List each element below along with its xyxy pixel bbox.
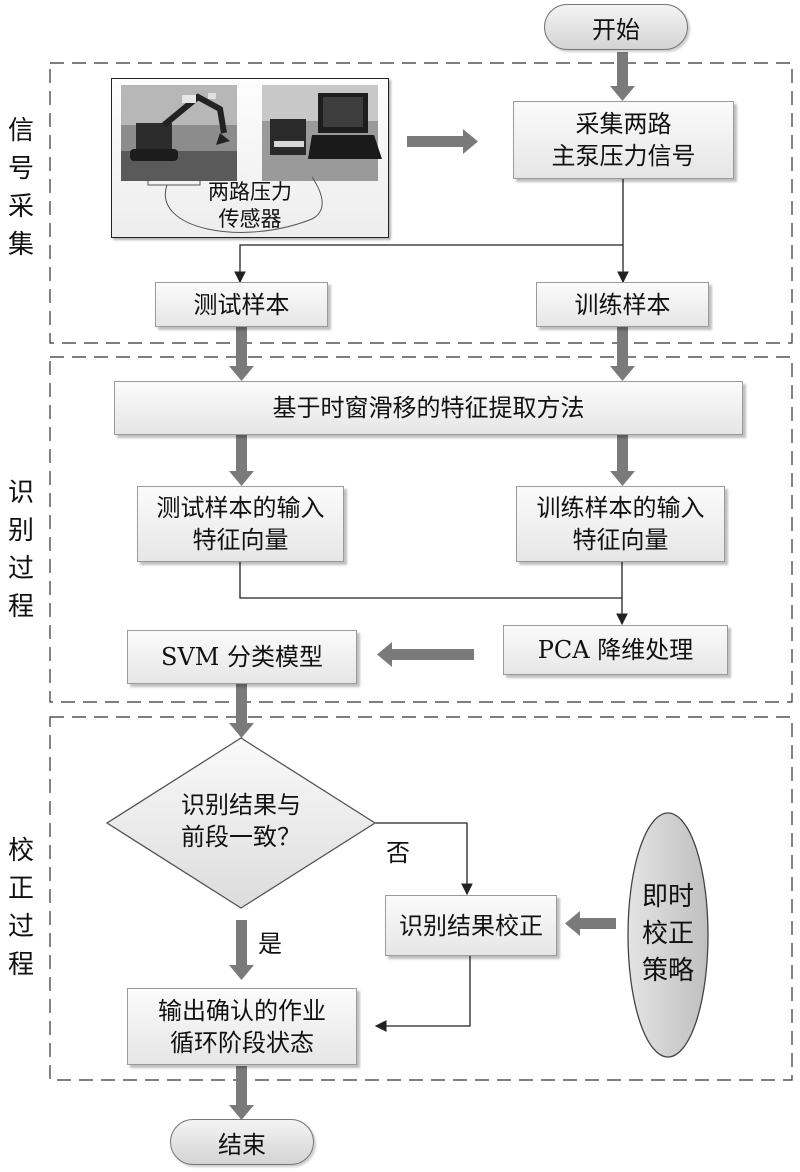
start-label: 开始 bbox=[592, 15, 640, 44]
connector-test-feature-to-pca bbox=[239, 562, 622, 599]
no-branch-label: 否 bbox=[386, 839, 410, 867]
section-frame-recognition bbox=[49, 356, 793, 703]
block-arrow-decision-output bbox=[229, 920, 254, 980]
equipment-photo: 两路压力 传感器 bbox=[111, 78, 389, 238]
section-label-signal: 信号采集 bbox=[7, 116, 34, 260]
output-state-box: 输出确认的作业循环阶段状态 bbox=[127, 988, 357, 1065]
connector-no-to-correct bbox=[375, 822, 473, 896]
connector-lines bbox=[234, 179, 629, 1032]
section-frame-correction bbox=[49, 716, 793, 1081]
train-feature-vector-box: 训练样本的输入特征向量 bbox=[516, 486, 725, 562]
end-label: 结束 bbox=[218, 1130, 266, 1159]
block-arrow-feature-train bbox=[610, 435, 635, 486]
block-arrow-train-feature bbox=[610, 327, 635, 381]
yes-branch-label: 是 bbox=[258, 930, 282, 958]
feature-extraction-box: 基于时窗滑移的特征提取方法 bbox=[114, 381, 743, 435]
block-arrow-strategy-correct bbox=[565, 911, 616, 936]
decision-text: 识别结果与前段一致？ bbox=[181, 791, 301, 851]
sensor-pointer bbox=[147, 173, 323, 233]
block-arrow-photo-collect bbox=[407, 129, 478, 154]
collect-pressure-signal-box: 采集两路主泵压力信号 bbox=[513, 101, 734, 179]
block-arrows bbox=[229, 52, 635, 1120]
excavator-image bbox=[121, 85, 237, 181]
block-arrow-start-collect bbox=[610, 52, 635, 101]
end-terminator: 结束 bbox=[170, 1119, 314, 1165]
svm-box: SVM 分类模型 bbox=[127, 630, 357, 684]
section-label-correction: 校正过程 bbox=[7, 836, 34, 980]
block-arrow-pca-svm bbox=[377, 642, 474, 667]
strategy-ellipse bbox=[627, 812, 709, 1058]
connector-correct-to-output bbox=[374, 956, 471, 1032]
section-frame-signal bbox=[49, 62, 793, 344]
block-arrow-output-end bbox=[229, 1066, 254, 1120]
pca-box: PCA 降维处理 bbox=[503, 625, 728, 675]
block-arrow-test-feature bbox=[229, 327, 254, 381]
block-arrow-svm-decision bbox=[229, 684, 254, 738]
test-sample-box: 测试样本 bbox=[155, 282, 328, 327]
strategy-text: 即时校正策略 bbox=[641, 882, 694, 986]
start-terminator: 开始 bbox=[544, 4, 688, 50]
laptop-image bbox=[262, 85, 382, 181]
test-feature-vector-box: 测试样本的输入特征向量 bbox=[137, 486, 344, 562]
train-sample-box: 训练样本 bbox=[536, 282, 709, 327]
connector-to-test-sample bbox=[234, 244, 623, 284]
photo-caption: 两路压力 传感器 bbox=[208, 180, 292, 231]
decision-diamond bbox=[105, 737, 377, 909]
block-arrow-feature-test bbox=[229, 435, 254, 486]
correction-box: 识别结果校正 bbox=[385, 895, 557, 956]
section-label-recognition: 识别过程 bbox=[7, 478, 34, 622]
